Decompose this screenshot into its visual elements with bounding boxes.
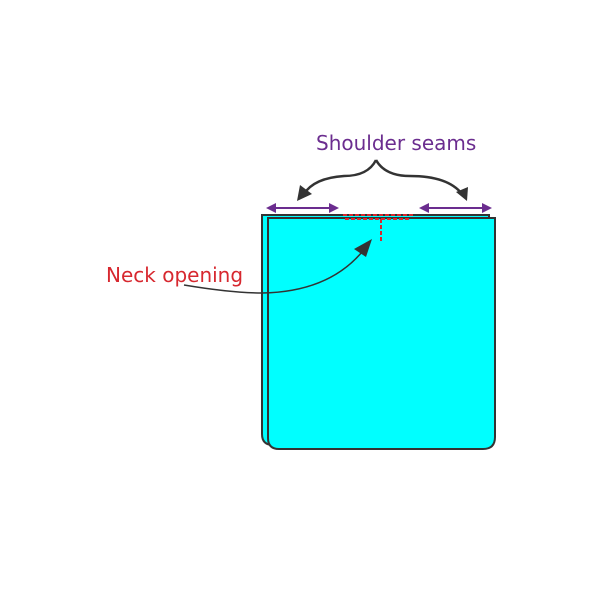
fabric-front-layer xyxy=(267,217,496,450)
neck-pointer-line xyxy=(183,251,363,294)
neck-pointer-arrowhead xyxy=(354,239,372,257)
shoulder-seams-label: Shoulder seams xyxy=(316,131,477,155)
shoulder-brace-pointer xyxy=(302,159,463,195)
neck-opening-label: Neck opening xyxy=(106,263,244,287)
neck-opening-stitching xyxy=(343,214,413,243)
brace-left-arrowhead xyxy=(297,185,312,201)
brace-right-arrowhead xyxy=(456,187,468,201)
